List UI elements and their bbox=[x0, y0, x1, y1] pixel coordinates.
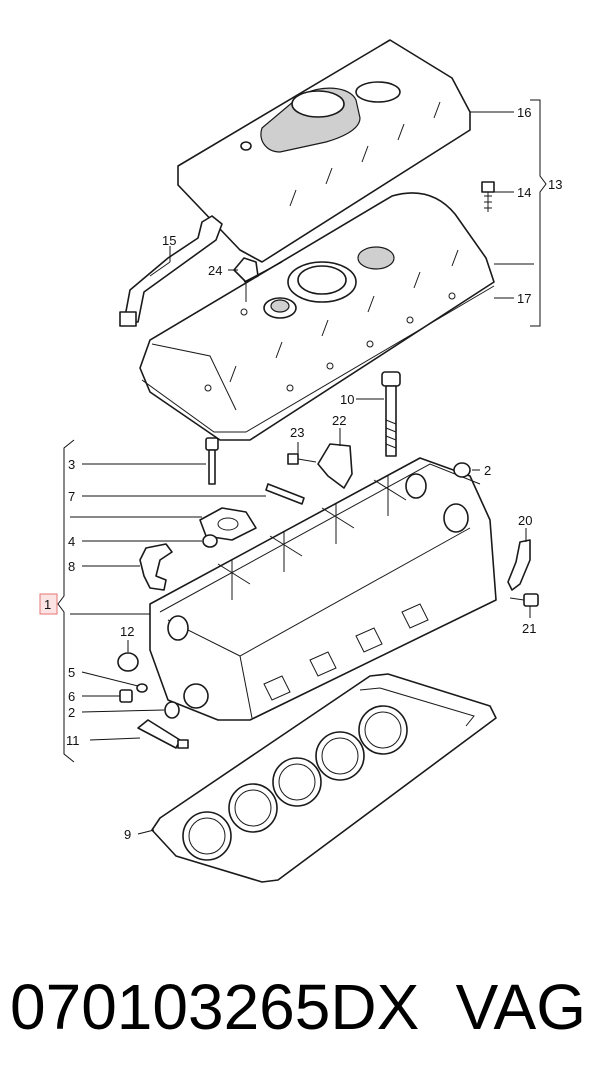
callout-24: 24 bbox=[208, 263, 222, 278]
callout-22: 22 bbox=[332, 413, 346, 428]
bracket-22 bbox=[317, 443, 353, 489]
callout-12: 12 bbox=[120, 624, 134, 639]
bolt-10 bbox=[381, 371, 401, 457]
callout-labels: 16 14 13 15 24 17 10 22 23 3 2 7 20 4 8 … bbox=[39, 105, 562, 842]
callout-1: 1 bbox=[44, 597, 51, 612]
bolt-3 bbox=[205, 437, 219, 485]
footer-caption: 070103265DX VAG bbox=[0, 952, 600, 1062]
plug-2-top bbox=[453, 462, 471, 478]
sealant-tube-11 bbox=[137, 719, 189, 749]
callout-10: 10 bbox=[340, 392, 354, 407]
bracket-20 bbox=[507, 539, 531, 591]
leader-lines bbox=[70, 111, 534, 835]
callout-7: 7 bbox=[68, 489, 75, 504]
callout-17: 17 bbox=[517, 291, 531, 306]
callout-2-top: 2 bbox=[484, 463, 491, 478]
bracket-13 bbox=[530, 99, 547, 327]
callout-23: 23 bbox=[290, 425, 304, 440]
bolt-21 bbox=[509, 593, 539, 607]
head-gasket bbox=[151, 673, 497, 883]
callout-16: 16 bbox=[517, 105, 531, 120]
camshaft-bearing-cap bbox=[199, 507, 257, 541]
callout-11: 11 bbox=[66, 733, 80, 748]
callout-9: 9 bbox=[124, 827, 131, 842]
part-number: 070103265DX bbox=[10, 971, 420, 1043]
callout-4: 4 bbox=[68, 534, 75, 549]
seal-4 bbox=[202, 534, 218, 548]
bolt-14 bbox=[481, 181, 495, 212]
callout-5: 5 bbox=[68, 665, 75, 680]
callout-3: 3 bbox=[68, 457, 75, 472]
cap-12 bbox=[117, 652, 139, 672]
exploded-parts-diagram: 16 14 13 15 24 17 10 22 23 3 2 7 20 4 8 … bbox=[39, 39, 562, 883]
valve-cover bbox=[139, 192, 495, 441]
bolt-23 bbox=[287, 453, 317, 465]
callout-15: 15 bbox=[162, 233, 176, 248]
cylinder-head bbox=[149, 457, 497, 721]
pcv-valve bbox=[233, 257, 259, 302]
callout-13: 13 bbox=[548, 177, 562, 192]
callout-6: 6 bbox=[68, 689, 75, 704]
bracket-1 bbox=[57, 439, 75, 763]
callout-14: 14 bbox=[517, 185, 531, 200]
callout-20: 20 bbox=[518, 513, 532, 528]
plug-2-bottom bbox=[164, 701, 180, 719]
breather-hose bbox=[119, 215, 223, 327]
callout-2-bottom: 2 bbox=[68, 705, 75, 720]
screw-6 bbox=[119, 689, 133, 703]
brand-name: VAG bbox=[455, 971, 586, 1043]
stud-7 bbox=[265, 483, 305, 505]
callout-1-highlight bbox=[39, 593, 58, 615]
engine-cover bbox=[177, 39, 471, 263]
callout-21: 21 bbox=[522, 621, 536, 636]
callout-8: 8 bbox=[68, 559, 75, 574]
seal-5 bbox=[136, 683, 148, 693]
pipe-8 bbox=[139, 543, 173, 591]
